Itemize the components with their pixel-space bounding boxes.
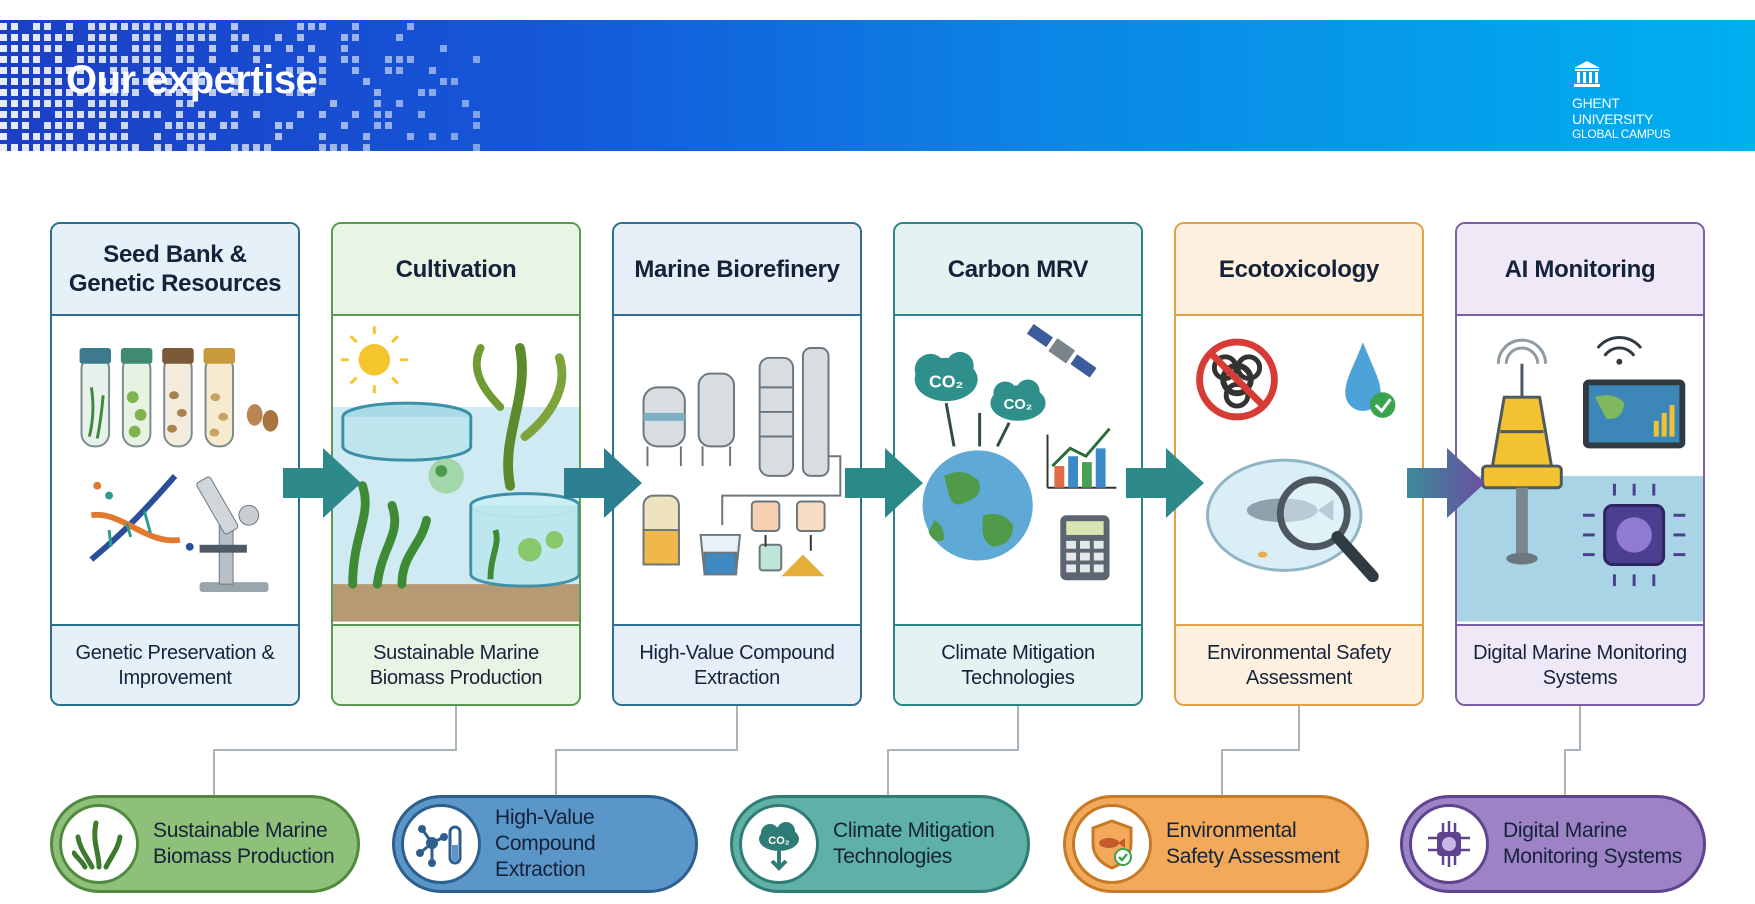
outcome-pill-monitoring: Digital Marine Monitoring Systems bbox=[1400, 795, 1706, 893]
stage-card-ecotoxicology: Ecotoxicology Environmental Safety Asses… bbox=[1174, 222, 1424, 706]
flow-arrow-4 bbox=[1126, 448, 1204, 518]
outcome-pill-extraction: High-Value Compound Extraction bbox=[392, 795, 698, 893]
stage-caption: High-Value Compound Extraction bbox=[614, 624, 860, 704]
logo-line-1: GHENT UNIVERSITY bbox=[1572, 95, 1654, 127]
university-logo: GHENT UNIVERSITY GLOBAL CAMPUS bbox=[1572, 60, 1702, 141]
stage-title: Ecotoxicology bbox=[1176, 224, 1422, 316]
svg-text:CO₂: CO₂ bbox=[768, 835, 790, 847]
building-icon bbox=[1574, 61, 1600, 87]
molecule-icon bbox=[401, 804, 481, 884]
svg-text:CO₂: CO₂ bbox=[1004, 397, 1033, 413]
outcome-label: Climate Mitigation Technologies bbox=[833, 819, 995, 868]
outcome-label: High-Value Compound Extraction bbox=[495, 806, 596, 881]
flow-arrow-2 bbox=[564, 448, 642, 518]
stage-card-carbon-mrv: Carbon MRV CO₂ CO₂ bbox=[893, 222, 1143, 706]
pixel-pattern bbox=[0, 23, 480, 151]
co2-cloud-icon: CO₂ bbox=[739, 804, 819, 884]
stage-caption: Environmental Safety Assessment bbox=[1176, 624, 1422, 704]
buoy-monitor-icon bbox=[1457, 336, 1703, 622]
stage-caption: Climate Mitigation Technologies bbox=[895, 624, 1141, 704]
stage-title: Seed Bank & Genetic Resources bbox=[52, 224, 298, 316]
stage-title: Marine Biorefinery bbox=[614, 224, 860, 316]
connector-lines bbox=[213, 706, 1581, 795]
stage-caption: Digital Marine Monitoring Systems bbox=[1457, 624, 1703, 704]
stage-title: Cultivation bbox=[333, 224, 579, 316]
outcome-label: Sustainable Marine Biomass Production bbox=[153, 819, 335, 868]
shield-fish-icon bbox=[1072, 804, 1152, 884]
outcome-label: Digital Marine Monitoring Systems bbox=[1503, 819, 1682, 868]
stage-caption: Sustainable Marine Biomass Production bbox=[333, 624, 579, 704]
stage-title: Carbon MRV bbox=[895, 224, 1141, 316]
ai-chip-icon bbox=[1409, 804, 1489, 884]
outcome-label: Environmental Safety Assessment bbox=[1166, 819, 1340, 868]
logo-line-2: GLOBAL CAMPUS bbox=[1572, 127, 1671, 141]
header-banner: Our expertise GHENT UNIVERSITY GLOBAL CA… bbox=[0, 20, 1755, 151]
magnifier-fish-icon bbox=[1196, 338, 1396, 583]
outcome-pill-climate: CO₂ Climate Mitigation Technologies bbox=[730, 795, 1030, 893]
flow-arrow-3 bbox=[845, 448, 923, 518]
test-tubes-dna-microscope-icon bbox=[79, 347, 279, 593]
stage-card-ai-monitoring: AI Monitoring Digital Marine Monitoring … bbox=[1455, 222, 1705, 706]
flow-arrow-1 bbox=[283, 448, 361, 518]
svg-text:CO₂: CO₂ bbox=[929, 371, 963, 391]
outcome-pill-safety: Environmental Safety Assessment bbox=[1063, 795, 1369, 893]
refinery-icon bbox=[642, 347, 842, 577]
seaweed-tank-icon bbox=[333, 326, 579, 622]
seaweed-icon bbox=[59, 804, 139, 884]
flow-arrow-5 bbox=[1407, 448, 1485, 518]
page-title: Our expertise bbox=[66, 58, 318, 102]
stage-caption: Genetic Preservation & Improvement bbox=[52, 624, 298, 704]
stage-card-marine-biorefinery: Marine Biorefinery High-Value Compound E… bbox=[612, 222, 862, 706]
stage-card-cultivation: Cultivation Sustainable Marine Biomass P… bbox=[331, 222, 581, 706]
stage-card-seed-bank: Seed Bank & Genetic Resources bbox=[50, 222, 300, 706]
globe-co2-icon: CO₂ CO₂ bbox=[914, 323, 1117, 581]
outcome-pill-biomass: Sustainable Marine Biomass Production bbox=[50, 795, 360, 893]
stage-title: AI Monitoring bbox=[1457, 224, 1703, 316]
